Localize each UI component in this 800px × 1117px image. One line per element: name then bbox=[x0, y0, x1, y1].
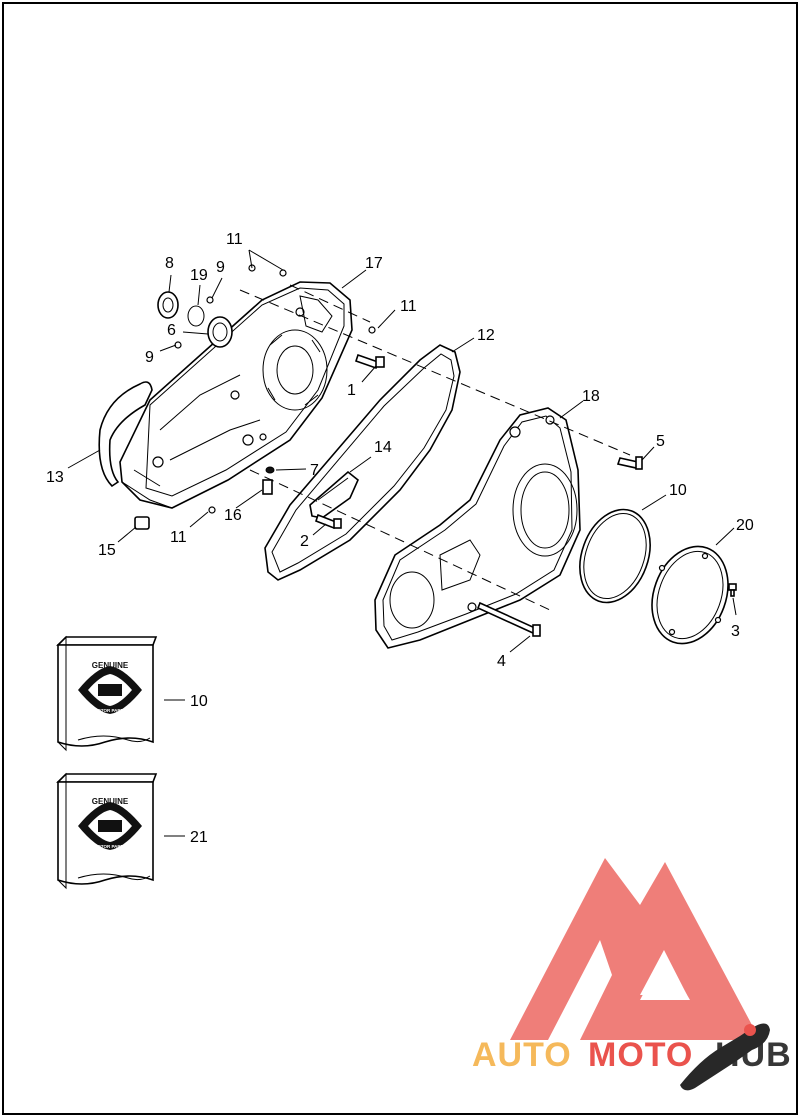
callout-18: 18 bbox=[582, 388, 600, 405]
callout-2: 2 bbox=[300, 533, 309, 550]
watermark-text-moto: MOTO bbox=[588, 1036, 693, 1074]
kit-package-10: GENUINE MOTOR PARTS bbox=[56, 635, 158, 752]
callout-5: 5 bbox=[656, 433, 665, 450]
inner-primary-cover bbox=[119, 281, 353, 509]
callout-11a: 11 bbox=[226, 231, 243, 248]
dowel-15 bbox=[134, 516, 150, 530]
callout-numbers: 1 2 3 4 5 6 7 8 9 9 10 10 11 11 11 12 13… bbox=[46, 231, 754, 846]
watermark-triangle-icon bbox=[510, 858, 760, 1040]
callout-11c: 11 bbox=[170, 529, 187, 546]
callout-19: 19 bbox=[190, 267, 208, 284]
plug-16 bbox=[262, 479, 273, 495]
badge-motor-parts-text-10: MOTOR PARTS bbox=[94, 708, 127, 713]
callout-9b: 9 bbox=[145, 349, 154, 366]
derby-cover-20 bbox=[651, 545, 729, 645]
retaining-ring-19 bbox=[187, 305, 205, 327]
leader-lines bbox=[67, 249, 737, 837]
kit-package-21: GENUINE MOTOR PARTS bbox=[56, 772, 158, 890]
watermark-logo: AUTO MOTO HUB bbox=[472, 858, 791, 1091]
callout-17: 17 bbox=[365, 255, 383, 272]
washer-7 bbox=[265, 466, 275, 474]
callout-13: 13 bbox=[46, 469, 64, 486]
callout-7: 7 bbox=[310, 462, 319, 479]
badge-genuine-text-10: GENUINE bbox=[92, 661, 129, 670]
callout-12: 12 bbox=[477, 327, 495, 344]
callout-6: 6 bbox=[167, 322, 176, 339]
outer-primary-cover bbox=[374, 407, 581, 649]
callout-20: 20 bbox=[736, 517, 754, 534]
callout-10b: 10 bbox=[190, 693, 208, 710]
watermark-motorcycle-icon bbox=[680, 1023, 770, 1091]
screw-3 bbox=[728, 583, 737, 597]
watermark-text-auto: AUTO bbox=[472, 1036, 572, 1074]
callout-10a: 10 bbox=[669, 482, 687, 499]
callout-4: 4 bbox=[497, 653, 506, 670]
gasket-13 bbox=[98, 381, 153, 488]
bolt-4 bbox=[476, 601, 541, 637]
badge-genuine-text-21: GENUINE bbox=[92, 797, 129, 806]
callout-11b: 11 bbox=[400, 298, 417, 315]
o-ring-10 bbox=[579, 508, 651, 604]
bolt-5 bbox=[616, 456, 643, 470]
bolt-2 bbox=[315, 513, 342, 530]
tensioner-14 bbox=[309, 470, 359, 519]
seal-8 bbox=[157, 291, 179, 319]
badge-motor-parts-text-21: MOTOR PARTS bbox=[94, 844, 127, 849]
genuine-badge-21: GENUINE MOTOR PARTS bbox=[78, 797, 142, 850]
callout-8: 8 bbox=[165, 255, 174, 272]
callout-16: 16 bbox=[224, 507, 242, 524]
callout-15: 15 bbox=[98, 542, 116, 559]
callout-21: 21 bbox=[190, 829, 208, 846]
genuine-badge-10: GENUINE MOTOR PARTS bbox=[78, 661, 142, 714]
callout-3: 3 bbox=[731, 623, 740, 640]
bolt-1 bbox=[354, 353, 385, 370]
callout-14: 14 bbox=[374, 439, 392, 456]
callout-1: 1 bbox=[347, 382, 356, 399]
callout-9a: 9 bbox=[216, 259, 225, 276]
bearing-6 bbox=[207, 316, 233, 348]
